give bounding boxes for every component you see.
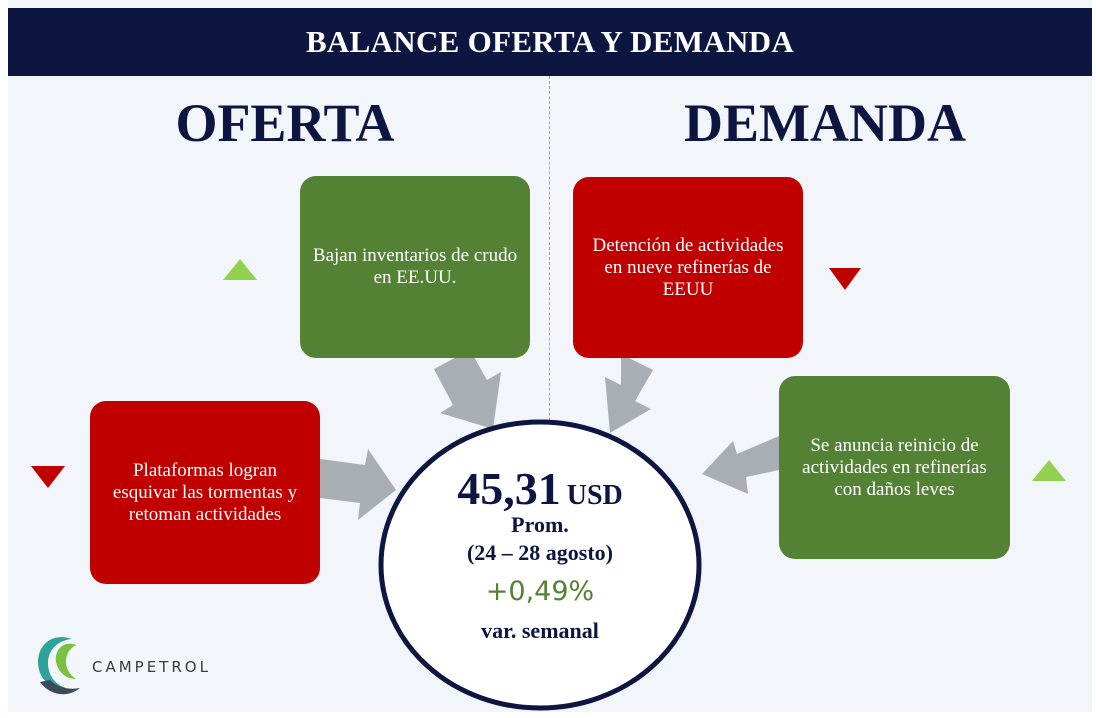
weekly-change-label: var. semanal [481,618,599,643]
demand-heading: DEMANDA [684,93,966,153]
factor-box-plataformas: Plataformas logran esquivar las tormenta… [90,401,320,584]
campetrol-logo-text: CAMPETROL [92,658,211,676]
weekly-change-value: +0,49% [485,576,595,607]
factor-box-inventarios: Bajan inventarios de crudo en EE.UU. [300,176,530,358]
factor-box-reinicio: Se anuncia reinicio de actividades en re… [779,376,1010,559]
page-title: BALANCE OFERTA Y DEMANDA [8,8,1092,76]
price-unit: USD [566,480,623,511]
price-value: 45,31 [457,463,561,514]
section-divider [549,76,550,436]
supply-heading: OFERTA [175,93,395,153]
factor-box-refinerias: Detención de actividades en nueve refine… [573,177,803,358]
average-label: Prom. [511,512,569,537]
period-label: (24 – 28 agosto) [466,540,614,565]
